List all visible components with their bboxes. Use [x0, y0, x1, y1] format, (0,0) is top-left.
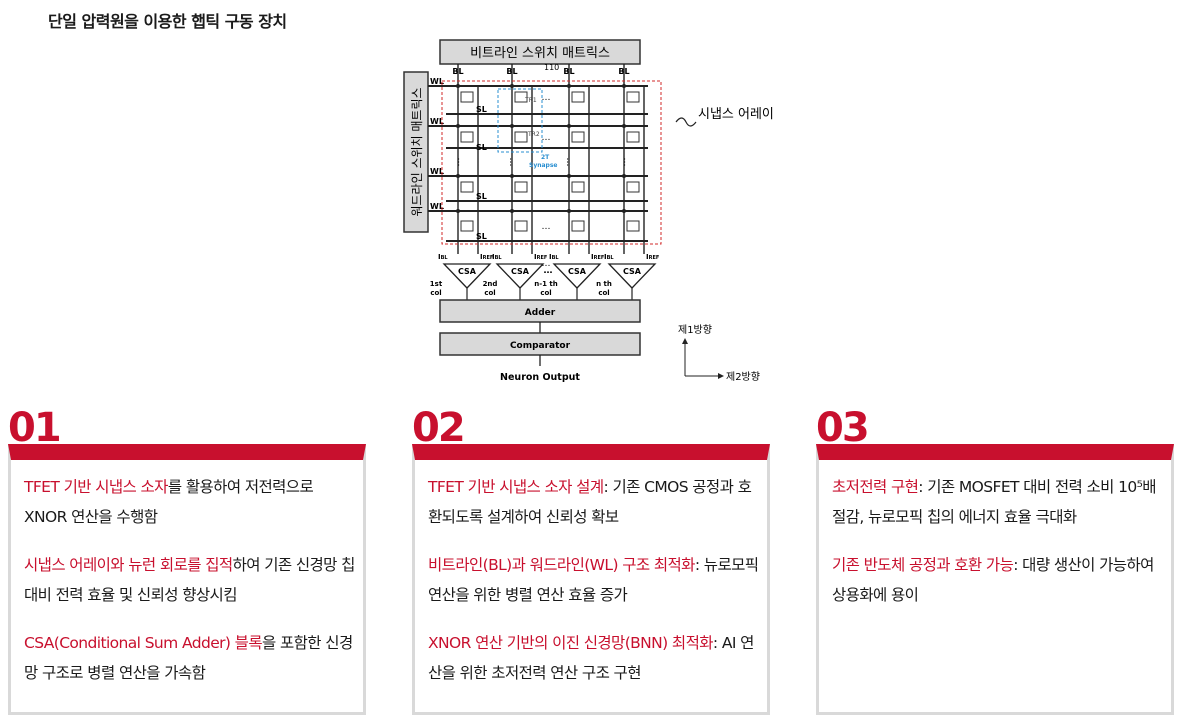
col-label-top: n-1 th — [534, 280, 558, 288]
dots: … — [542, 133, 551, 143]
dots: … — [542, 93, 551, 103]
wl-label: WL — [430, 117, 444, 126]
dots: … — [542, 222, 551, 232]
tr1-label: TR1 — [524, 97, 537, 104]
feature-card: TFET 기반 시냅스 소자를 활용하여 저전력으로 XNOR 연산을 수행함 … — [8, 444, 366, 715]
feature-card: TFET 기반 시냅스 소자 설계: 기존 CMOS 공정과 호환되도록 설계하… — [412, 444, 770, 715]
card-item: 초저전력 구현: 기존 MOSFET 대비 전력 소비 10⁵배 절감, 뉴로모… — [832, 478, 1157, 526]
ref-110-label: 110 — [544, 63, 559, 72]
csa-label: CSA — [458, 267, 477, 276]
card-number: 03 — [816, 405, 870, 451]
vdots: … — [507, 158, 517, 167]
i-bl-label: IBL — [492, 253, 502, 261]
bitline-matrix-box — [439, 39, 641, 65]
card-item: 기존 반도체 공정과 호환 가능: 대량 생산이 가능하여 상용화에 용이 — [832, 556, 1154, 604]
csa-label: CSA — [568, 267, 587, 276]
i-ref-label: IREF — [646, 253, 659, 261]
synapse-word-label: Synapse — [529, 162, 558, 169]
col-label-top: 2nd — [483, 280, 498, 288]
vdots: … — [621, 158, 631, 167]
card-item: 비트라인(BL)과 워드라인(WL) 구조 최적화: 뉴로모픽 연산을 위한 병… — [428, 556, 759, 604]
card-number: 02 — [412, 405, 466, 451]
tr2-label: TR2 — [527, 131, 540, 138]
i-ref-label: IREF — [534, 253, 547, 261]
col-label-top: 1st — [430, 280, 443, 288]
direction-1-label: 제1방향 — [678, 324, 712, 336]
dots: … — [542, 259, 551, 269]
page-title: 단일 압력원을 이용한 햅틱 구동 장치 — [48, 12, 287, 31]
vdots: … — [455, 158, 465, 167]
synapse-highlight — [497, 88, 543, 153]
card-item: XNOR 연산 기반의 이진 신경망(BNN) 최적화: AI 연산을 위한 초… — [428, 634, 754, 682]
card-item: CSA(Conditional Sum Adder) 블록을 포함한 신경망 구… — [24, 634, 353, 682]
i-bl-label: IBL — [604, 253, 614, 261]
col-label-top: n th — [596, 280, 612, 288]
bitline-matrix-label: 비트라인 스위치 매트릭스 — [470, 46, 610, 61]
sl-label: SL — [476, 232, 487, 241]
i-bl-label: IBL — [549, 253, 559, 261]
neuron-output-label: Neuron Output — [500, 372, 580, 383]
sl-label: SL — [476, 143, 487, 152]
dots: … — [544, 266, 553, 276]
sl-label: SL — [476, 192, 487, 201]
leader-line — [675, 117, 697, 127]
synapse-array-outline — [441, 80, 662, 245]
card-item: TFET 기반 시냅스 소자를 활용하여 저전력으로 XNOR 연산을 수행함 — [24, 478, 314, 526]
i-ref-label: IREF — [591, 253, 604, 261]
wordline-matrix-box — [403, 71, 429, 233]
feature-card: 초저전력 구현: 기존 MOSFET 대비 전력 소비 10⁵배 절감, 뉴로모… — [816, 444, 1174, 715]
synapse-2t-label: 2T — [541, 154, 550, 161]
card-item: TFET 기반 시냅스 소자 설계: 기존 CMOS 공정과 호환되도록 설계하… — [428, 478, 752, 526]
adder-label: Adder — [525, 308, 556, 318]
wl-label: WL — [430, 202, 444, 211]
col-label-bottom: col — [598, 289, 609, 297]
sl-label: SL — [476, 105, 487, 114]
synapse-array-label: 시냅스 어레이 — [698, 107, 774, 122]
wl-label: WL — [430, 167, 444, 176]
i-ref-label: IREF — [480, 253, 493, 261]
wordline-matrix-label: 워드라인 스위치 매트릭스 — [410, 87, 424, 216]
col-label-bottom: col — [430, 289, 441, 297]
wl-label: WL — [430, 77, 444, 86]
circuit-figure: 비트라인 스위치 매트릭스 워드라인 스위치 매트릭스 BL BL BL BL … — [403, 39, 774, 383]
direction-2-label: 제2방향 — [726, 371, 760, 383]
col-label-bottom: col — [540, 289, 551, 297]
csa-label: CSA — [623, 267, 642, 276]
vdots: … — [564, 158, 574, 167]
card-item: 시냅스 어레이와 뉴런 회로를 집적하여 기존 신경망 칩 대비 전력 효율 및… — [24, 556, 355, 604]
i-bl-label: IBL — [438, 253, 448, 261]
comparator-label: Comparator — [510, 341, 571, 351]
csa-label: CSA — [511, 267, 530, 276]
card-number: 01 — [8, 405, 62, 451]
cell-row — [460, 91, 640, 232]
col-label-bottom: col — [484, 289, 495, 297]
